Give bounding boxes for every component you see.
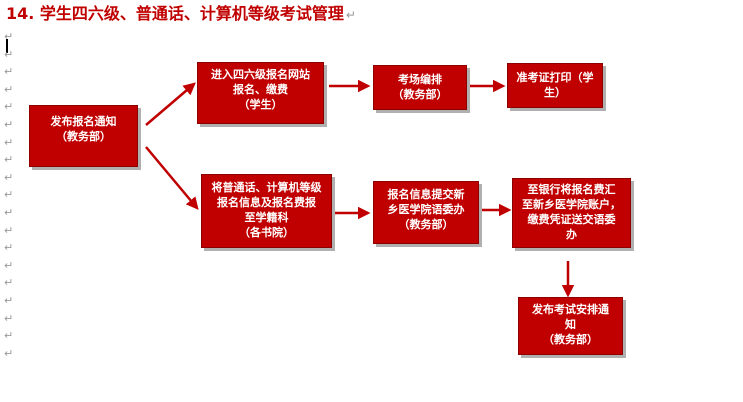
box-cet-online-line: 进入四六级报名网站 [211,68,310,81]
arrow-notice-to-cet [145,82,196,126]
paragraph-mark-icon: ↵ [4,100,14,114]
box-cet-online-line: （学生） [238,98,283,111]
paragraph-mark-icon: ↵ [4,82,14,96]
box-admission-ticket-line: 准考证打印（学 [516,71,594,84]
paragraph-mark-icon: ↵ [4,346,14,360]
box-publish-notice-line: 发布报名通知 [50,115,117,128]
paragraph-mark-icon: ↵ [4,117,14,131]
box-putonghua-info-line: 至学籍科 [244,211,289,224]
box-submit-info-line: 报名信息提交新 [387,188,465,201]
box-bank-transfer-line: 缴费凭证送交语委 [527,213,616,226]
paragraph-mark-icon: ↵ [4,329,14,343]
arrow-notice-to-putonghua [145,146,199,210]
paragraph-mark-icon: ↵ [4,223,14,237]
paragraph-marks-column: ↵ ↵ ↵ ↵ ↵ ↵ ↵ ↵ ↵ ↵ ↵ ↵ ↵ ↵ ↵ ↵ ↵ ↵ ↵ [4,28,16,362]
box-publish-notice[interactable]: 发布报名通知 （教务部） [29,105,138,167]
paragraph-mark-icon: ↵ [4,293,14,307]
box-exam-schedule[interactable]: 发布考试安排通 知 （教务部） [518,297,623,355]
box-putonghua-info-line: （各书院） [239,226,294,239]
box-exam-schedule-line: 发布考试安排通 [532,303,609,316]
paragraph-mark-icon: ↵ [4,311,14,325]
box-exam-schedule-line: （教务部） [543,333,598,346]
paragraph-mark-icon: ↵ [4,170,14,184]
paragraph-mark-icon: ↵ [4,241,14,255]
box-bank-transfer[interactable]: 至银行将报名费汇 至新乡医学院账户， 缴费凭证送交语委 办 [512,178,631,248]
box-bank-transfer-line: 至银行将报名费汇 [527,183,616,196]
paragraph-mark-icon: ↵ [4,153,14,167]
box-putonghua-info-line: 将普通话、计算机等级 [211,181,322,194]
box-admission-ticket-line: 生） [544,86,566,99]
box-putonghua-info-line: 报名信息及报名费报 [217,196,316,209]
box-publish-notice-line: （教务部） [56,130,111,143]
document-title: 14. 学生四六级、普通话、计算机等级考试管理↵ [6,2,356,27]
box-putonghua-info[interactable]: 将普通话、计算机等级 报名信息及报名费报 至学籍科 （各书院） [201,174,332,248]
paragraph-mark-icon: ↵ [4,276,14,290]
paragraph-mark-icon: ↵ [4,205,14,219]
box-bank-transfer-line: 至新乡医学院账户， [522,198,621,211]
paragraph-mark-icon: ↵ [345,8,356,22]
paragraph-mark-icon: ↵ [4,188,14,202]
box-bank-transfer-line: 办 [566,228,577,241]
paragraph-mark-icon: ↵ [4,258,14,272]
paragraph-mark-icon: ↵ [4,47,14,61]
box-submit-info-line: （教务部） [398,218,454,231]
paragraph-mark-icon: ↵ [4,65,14,79]
box-exam-room-line: 考场编排 [398,73,442,86]
box-cet-online-line: 报名、缴费 [233,83,288,96]
box-submit-info[interactable]: 报名信息提交新 乡医学院语委办 （教务部） [373,181,479,244]
box-admission-ticket[interactable]: 准考证打印（学 生） [507,63,603,108]
box-exam-schedule-line: 知 [565,318,576,331]
box-submit-info-line: 乡医学院语委办 [387,203,465,216]
box-exam-room[interactable]: 考场编排 （教务部） [373,65,467,110]
text-cursor [6,39,8,53]
document-title-text: 14. 学生四六级、普通话、计算机等级考试管理 [6,4,344,23]
box-exam-room-line: （教务部） [392,88,448,101]
box-cet-online[interactable]: 进入四六级报名网站 报名、缴费 （学生） [197,62,324,124]
paragraph-mark-icon: ↵ [4,135,14,149]
paragraph-mark-icon: ↵ [4,30,14,43]
